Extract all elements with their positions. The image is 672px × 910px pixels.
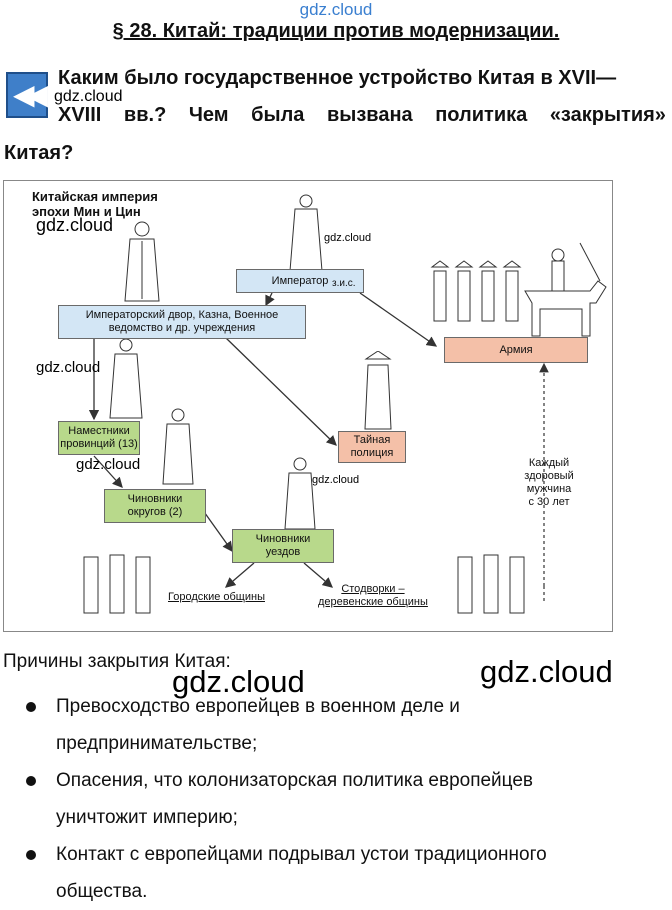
governors-box: Наместники провинций (13)	[58, 421, 140, 455]
district-official-figure	[162, 408, 194, 485]
soldiers-figure	[430, 260, 522, 322]
villagers-figure	[457, 554, 525, 614]
rewind-icon: ◀◀	[13, 79, 48, 110]
back-button[interactable]: ◀◀	[6, 72, 48, 118]
governor-figure	[109, 338, 143, 419]
watermark: gdz.cloud	[36, 359, 101, 376]
court-label: Императорский двор, Казна, Военное	[85, 309, 279, 321]
question-line-1: Каким было государственное устройство Ки…	[58, 67, 617, 89]
page-title: § 28. Китай: традиции против модернизаци…	[112, 20, 560, 42]
question-word: «закрытия»	[549, 104, 666, 126]
bullet-icon	[26, 850, 36, 860]
emperor-box: Император	[236, 269, 364, 293]
watermark: gdz.cloud	[54, 88, 123, 105]
watermark: gdz.cloud	[480, 654, 613, 689]
army-label: Армия	[499, 344, 533, 356]
secret-police-label: полиция	[350, 447, 394, 459]
state-structure-diagram: Китайская империя эпохи Мин и Цин	[3, 180, 613, 632]
watermark: gdz.cloud	[76, 456, 141, 473]
emperor-label: Император	[271, 275, 329, 287]
court-box: Императорский двор, Казна, Военное ведом…	[58, 305, 306, 339]
reason-line: уничтожит империю;	[56, 807, 238, 828]
question-line-3: Китая?	[4, 142, 74, 164]
emperor-note: з.и.с.	[332, 278, 356, 289]
recruit-note-line: здоровый	[524, 470, 574, 482]
watermark: gdz.cloud	[172, 664, 305, 699]
townspeople-figure	[83, 554, 151, 614]
city-communities-label: Городские общины	[168, 591, 265, 603]
official-figure	[124, 221, 160, 302]
bullet-icon	[26, 702, 36, 712]
recruit-note-line: Каждый	[528, 457, 570, 469]
county-official-figure	[284, 457, 316, 530]
recruit-note-line: мужчина	[526, 483, 572, 495]
army-box: Армия	[444, 337, 588, 363]
diagram-arrows	[88, 292, 549, 603]
village-communities-line: деревенские общины	[318, 596, 428, 608]
district-officials-box: Чиновники округов (2)	[104, 489, 206, 523]
reason-line: Опасения, что колонизаторская политика е…	[56, 770, 534, 791]
question-word: была	[251, 104, 305, 126]
county-officials-label: уездов	[265, 546, 301, 558]
reason-item: Превосходство европейцев в военном деле …	[26, 688, 666, 762]
recruit-note: Каждый здоровый мужчина с 30 лет	[516, 457, 582, 509]
village-communities-line: Стодворки –	[341, 583, 405, 595]
diagram-heading-line: эпохи Мин и Цин	[32, 204, 141, 219]
county-officials-box: Чиновники уездов	[232, 529, 334, 563]
watermark: gdz.cloud	[36, 215, 114, 235]
village-communities-label: Стодворки – деревенские общины	[318, 583, 428, 609]
diagram-heading-line: Китайская империя	[32, 189, 158, 204]
question-line-2: XVIII вв.? Чем была вызвана политика «за…	[58, 104, 666, 127]
watermark-top: gdz.cloud	[299, 0, 373, 19]
reason-line: Превосходство европейцев в военном деле …	[56, 696, 460, 717]
reasons-heading: Причины закрытия Китая:	[3, 651, 231, 672]
emperor-figure	[289, 194, 323, 272]
county-officials-label: Чиновники	[255, 533, 311, 545]
district-officials-label: Чиновники	[127, 493, 183, 505]
governors-label: Наместники	[68, 425, 130, 437]
court-label: ведомство и др. учреждения	[108, 322, 256, 334]
question-word: XVIII	[58, 104, 102, 126]
reason-item: Опасения, что колонизаторская политика е…	[26, 762, 666, 836]
secret-police-box: Тайная полиция	[338, 431, 406, 463]
police-figure	[364, 351, 392, 430]
question-word: вв.?	[123, 104, 167, 126]
recruit-note-line: с 30 лет	[528, 496, 570, 508]
district-officials-label: округов (2)	[127, 506, 183, 518]
diagram-heading: Китайская империя эпохи Мин и Цин	[32, 189, 158, 219]
reason-line: общества.	[56, 881, 148, 902]
watermark: gdz.cloud	[324, 232, 372, 244]
secret-police-label: Тайная	[353, 434, 391, 446]
question-word: вызвана	[326, 104, 413, 126]
question-word: политика	[435, 104, 528, 126]
reason-item: Контакт с европейцами подрывал устои тра…	[26, 836, 666, 910]
watermark: gdz.cloud	[312, 474, 360, 486]
reason-line: Контакт с европейцами подрывал устои тра…	[56, 844, 547, 865]
reason-line: предпринимательстве;	[56, 733, 258, 754]
governors-label: провинций (13)	[60, 438, 138, 450]
question-word: Чем	[188, 104, 229, 126]
horseman-figure	[524, 242, 607, 337]
bullet-icon	[26, 776, 36, 786]
